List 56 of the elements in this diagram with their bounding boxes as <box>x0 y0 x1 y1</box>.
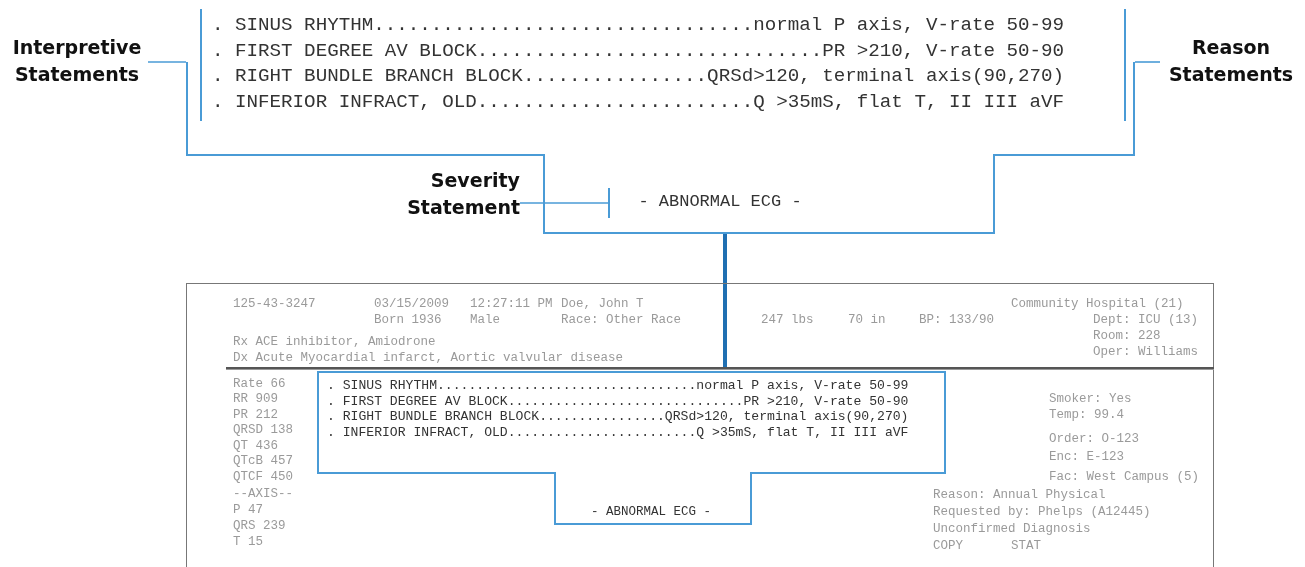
sex-text: Male <box>470 313 500 327</box>
statement-line: . RIGHT BUNDLE BRANCH BLOCK................QRSd>120, terminal axis(90,270) <box>212 64 1065 89</box>
time-text: 12:27:11 PM <box>470 297 553 311</box>
ecg-report-sheet <box>186 283 1214 567</box>
severity-statement: - ABNORMAL ECG - <box>561 503 741 521</box>
report-info-text: STAT <box>1011 539 1041 553</box>
weight-text: 247 lbs <box>761 313 814 327</box>
department-text: Dept: ICU (13) <box>1093 313 1199 327</box>
measurement-text: T 15 <box>233 535 263 549</box>
connector-line <box>723 234 727 370</box>
callout-label: Severity Statement <box>392 167 520 221</box>
blood-pressure-text: BP: 133/90 <box>919 313 994 327</box>
report-info-text: Requested by: Phelps (A12445) <box>933 505 1151 519</box>
report-info-text: Temp: 99.4 <box>1049 408 1124 422</box>
measurement-text: QTCF 450 <box>233 470 293 484</box>
statement-line: . SINUS RHYTHM.................................normal P axis, V-rate 50-99 <box>212 13 1065 38</box>
measurement-text: QT 436 <box>233 439 278 453</box>
leader-line <box>519 202 609 204</box>
statement-line: . RIGHT BUNDLE BRANCH BLOCK................QRSd>120, terminal axis(90,270) <box>327 409 909 425</box>
measurement-text: PR 212 <box>233 408 278 422</box>
measurement-text: Rate 66 <box>233 377 286 391</box>
measurement-text: RR 909 <box>233 392 278 406</box>
facility-text: Community Hospital (21) <box>1011 297 1184 311</box>
statement-line: . INFERIOR INFRACT, OLD........................Q >35mS, flat T, II III aVF <box>212 89 1065 115</box>
diagnosis-text: Dx Acute Myocardial infarct, Aortic valvular disease <box>233 351 624 365</box>
measurement-text: QRS 239 <box>233 519 286 533</box>
report-info-text: Enc: E-123 <box>1049 450 1124 464</box>
measurement-text: P 47 <box>233 503 263 517</box>
statement-line: . FIRST DEGREE AV BLOCK..............................PR >210, V-rate 50-90 <box>212 38 1065 64</box>
callout-label: Interpretive Statements <box>6 34 148 88</box>
statement-line: . FIRST DEGREE AV BLOCK..............................PR >210, V-rate 50-90 <box>327 393 909 410</box>
report-info-text: COPY <box>933 539 963 553</box>
room-text: Room: 228 <box>1093 329 1161 343</box>
report-info-text: Reason: Annual Physical <box>933 488 1106 502</box>
report-info-text: Unconfirmed Diagnosis <box>933 522 1091 536</box>
measurement-text: --AXIS-- <box>233 487 293 501</box>
statement-line: . INFERIOR INFRACT, OLD........................Q >35mS, flat T, II III aVF <box>327 424 909 441</box>
operator-text: Oper: Williams <box>1093 345 1199 359</box>
patient-name-text: Doe, John T <box>561 297 644 311</box>
report-info-text: Fac: West Campus (5) <box>1049 470 1200 484</box>
birth-year-text: Born 1936 <box>374 313 442 327</box>
leader-line <box>147 61 187 63</box>
leader-line <box>1134 61 1161 63</box>
callout-label: Reason Statements <box>1160 34 1302 88</box>
patient-id-text: 125-43-3247 <box>233 297 316 311</box>
bracketed-statements <box>200 9 1126 121</box>
measurement-text: QRSD 138 <box>233 423 293 437</box>
medication-text: Rx ACE inhibitor, Amiodrone <box>233 335 436 349</box>
height-text: 70 in <box>848 313 886 327</box>
report-info-text: Order: O-123 <box>1049 432 1139 446</box>
severity-statement: - ABNORMAL ECG - <box>608 188 830 218</box>
report-info-text: Smoker: Yes <box>1049 392 1132 406</box>
race-text: Race: Other Race <box>561 313 682 327</box>
date-text: 03/15/2009 <box>374 297 449 311</box>
measurement-text: QTcB 457 <box>233 454 293 468</box>
statement-line: . SINUS RHYTHM.................................normal P axis, V-rate 50-99 <box>327 378 909 394</box>
